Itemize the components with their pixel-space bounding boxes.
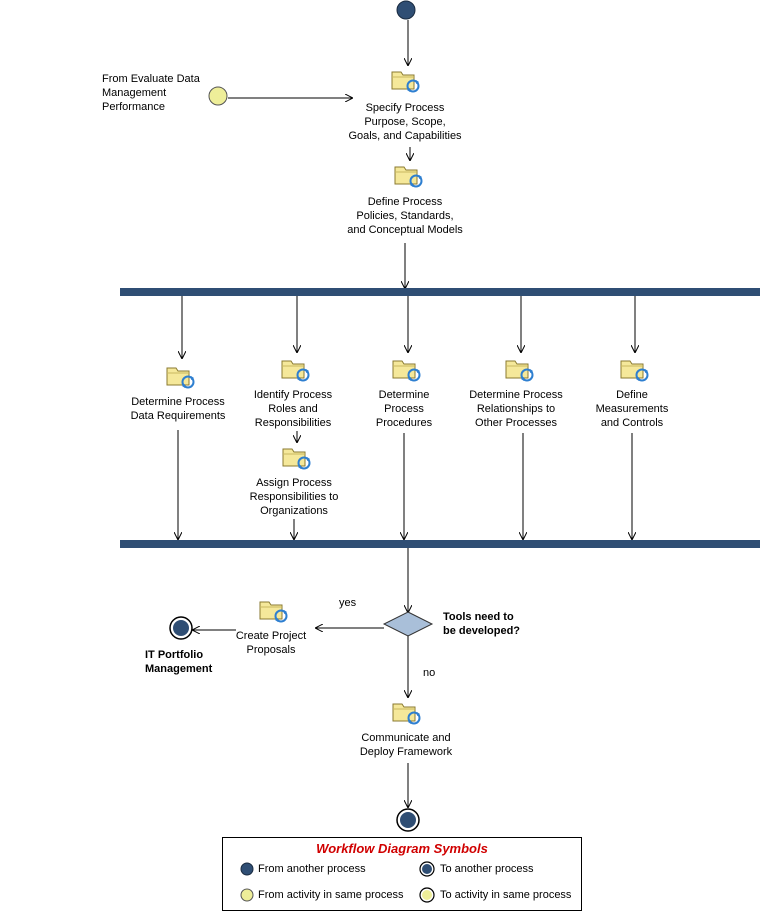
task-icon-measurements — [620, 360, 649, 382]
task-icon-create-proposals — [259, 601, 288, 623]
join-bar-bottom — [120, 540, 760, 548]
label-roles: Identify Process Roles and Responsibilit… — [253, 389, 333, 429]
from-activity-symbol — [240, 888, 254, 902]
label-assign: Assign Process Responsibilities to Organ… — [249, 477, 339, 517]
to-another-process-symbol — [419, 861, 435, 877]
label-decision: Tools need to be developed? — [443, 611, 521, 637]
label-data-req: Determine Process Data Requirements — [130, 396, 226, 422]
legend-from-activity: From activity in same process — [258, 889, 404, 901]
label-no: no — [423, 667, 436, 679]
from-another-process-symbol — [240, 862, 254, 876]
task-icon-relationships — [505, 360, 534, 382]
legend-to-activity: To activity in same process — [440, 889, 572, 901]
task-icon-communicate — [392, 703, 421, 725]
label-from-evaluate: From Evaluate Data Management Performanc… — [102, 73, 200, 113]
task-icon-data-req — [166, 367, 195, 389]
legend-title: Workflow Diagram Symbols — [316, 841, 488, 856]
to-activity-symbol — [419, 887, 435, 903]
decision-diamond — [382, 611, 434, 637]
label-procedures: Determine Process Procedures — [375, 389, 433, 429]
label-create-proposals: Create Project Proposals — [235, 630, 307, 656]
task-icon-assign — [282, 448, 311, 470]
label-relationships: Determine Process Relationships to Other… — [469, 389, 563, 429]
task-icon-roles — [281, 360, 310, 382]
task-icon-procedures — [392, 360, 421, 382]
label-it-portfolio: IT Portfolio Management — [145, 649, 213, 675]
label-measurements: Define Measurements and Controls — [595, 389, 669, 429]
label-specify: Specify Process Purpose, Scope, Goals, a… — [348, 102, 462, 142]
legend-box: Workflow Diagram Symbols From another pr… — [222, 837, 582, 911]
fork-bar-top — [120, 288, 760, 296]
label-define-policies: Define Process Policies, Standards, and … — [347, 196, 463, 236]
legend-to-another: To another process — [440, 863, 534, 875]
task-icon-define-policies — [394, 166, 423, 188]
label-yes: yes — [339, 597, 357, 609]
label-communicate: Communicate and Deploy Framework — [359, 732, 453, 758]
legend-from-another: From another process — [258, 863, 366, 875]
task-icon-specify — [391, 71, 420, 93]
start-process-node — [396, 0, 416, 20]
from-activity-node — [208, 86, 228, 106]
